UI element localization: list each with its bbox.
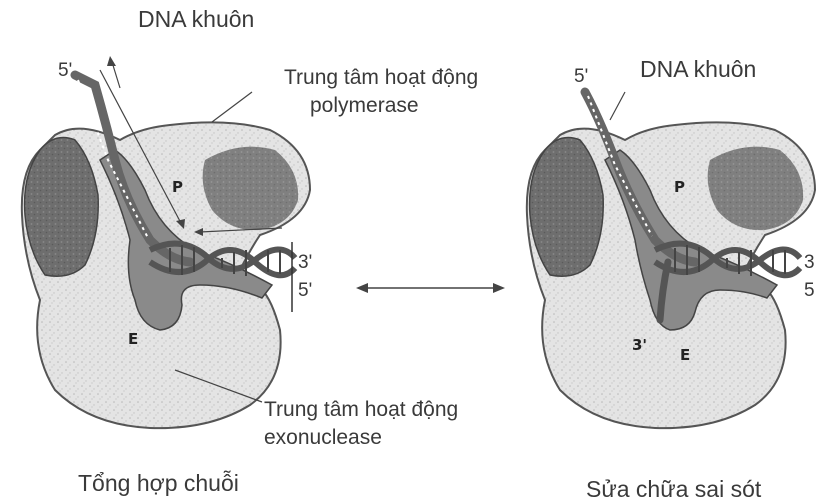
exonuclease-site-label-line2: exonuclease: [264, 426, 382, 450]
right-e-site-marker: E: [680, 346, 690, 364]
right-caption: Sửa chữa sai sót: [586, 476, 761, 503]
equilibrium-double-arrow: [356, 283, 505, 293]
polymerase-site-label-line1: Trung tâm hoạt động: [284, 66, 478, 90]
right-3-end-label: 3: [804, 252, 815, 274]
left-5prime-end-label: 5': [298, 280, 312, 302]
left-dark-lobe: [25, 138, 99, 277]
left-template-dna-label: DNA khuôn: [138, 6, 254, 33]
right-dark-lobe: [530, 138, 604, 277]
right-template-dna-label: DNA khuôn: [640, 56, 756, 83]
left-p-site-marker: P: [172, 178, 183, 196]
right-p-site-marker: P: [674, 178, 685, 196]
right-5-end-label: 5: [804, 280, 815, 302]
right-primer-3prime-label: 3': [632, 336, 647, 354]
left-e-site-marker: E: [128, 330, 138, 348]
polymerase-site-label-line2: polymerase: [310, 94, 419, 118]
exonuclease-site-label-line1: Trung tâm hoạt động: [264, 398, 458, 422]
left-caption: Tổng hợp chuỗi: [78, 470, 239, 497]
left-strand-5prime-label: 5': [58, 60, 72, 82]
left-polymerase-enzyme: [22, 56, 310, 428]
left-3prime-end-label: 3': [298, 252, 312, 274]
right-strand-5prime-label: 5': [574, 66, 588, 88]
right-polymerase-enzyme: [527, 92, 815, 428]
